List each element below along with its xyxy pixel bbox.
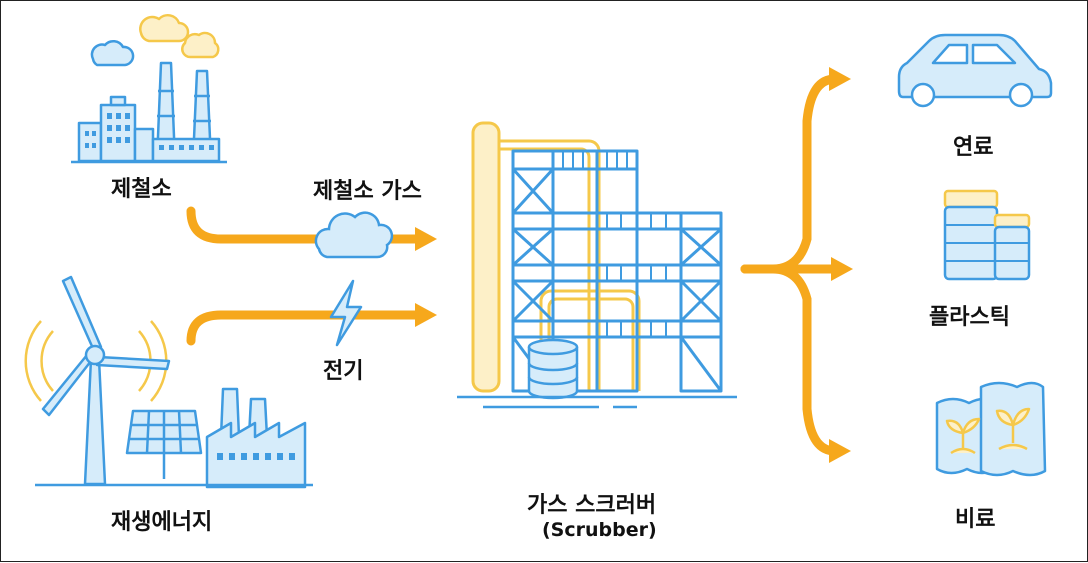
- tank-icon: [527, 338, 579, 400]
- sprout-icon: [945, 407, 1031, 455]
- label-gas-scrubber: 가스 스크러버: [527, 493, 657, 518]
- scrubber-icon: [457, 121, 737, 409]
- output-flow-arrows: [740, 74, 842, 456]
- gas-flow-arrow: [186, 206, 422, 244]
- plastic-containers-icon: [943, 189, 1031, 281]
- plastic-arrow-head: [831, 257, 853, 281]
- label-plastic: 플라스틱: [929, 305, 1010, 330]
- renewable-energy-icon: [24, 275, 313, 489]
- label-renewable-energy: 재생에너지: [111, 510, 213, 535]
- factory-icon: [205, 387, 307, 489]
- fertilizer-bags-icon: [935, 381, 1047, 477]
- gas-cloud-icon: [314, 211, 394, 259]
- label-steel-mill: 제철소: [111, 177, 172, 202]
- car-icon: [897, 33, 1053, 108]
- fertilizer-arrow-head: [829, 439, 851, 463]
- label-fertilizer: 비료: [955, 507, 996, 532]
- label-fuel: 연료: [953, 135, 994, 160]
- lightning-icon: [329, 279, 363, 347]
- gas-arrow-head: [415, 227, 437, 251]
- smoke-cloud-icon: [90, 13, 220, 67]
- label-electricity: 전기: [323, 359, 364, 384]
- fuel-arrow-head: [829, 67, 851, 91]
- label-scrubber-en: (Scrubber): [542, 519, 657, 541]
- electricity-flow-arrow: [186, 310, 422, 346]
- steel-mill-icon: [71, 13, 227, 164]
- electricity-arrow-head: [415, 303, 437, 327]
- solar-panel-icon: [125, 409, 203, 479]
- label-steel-mill-gas: 제철소 가스: [313, 179, 422, 204]
